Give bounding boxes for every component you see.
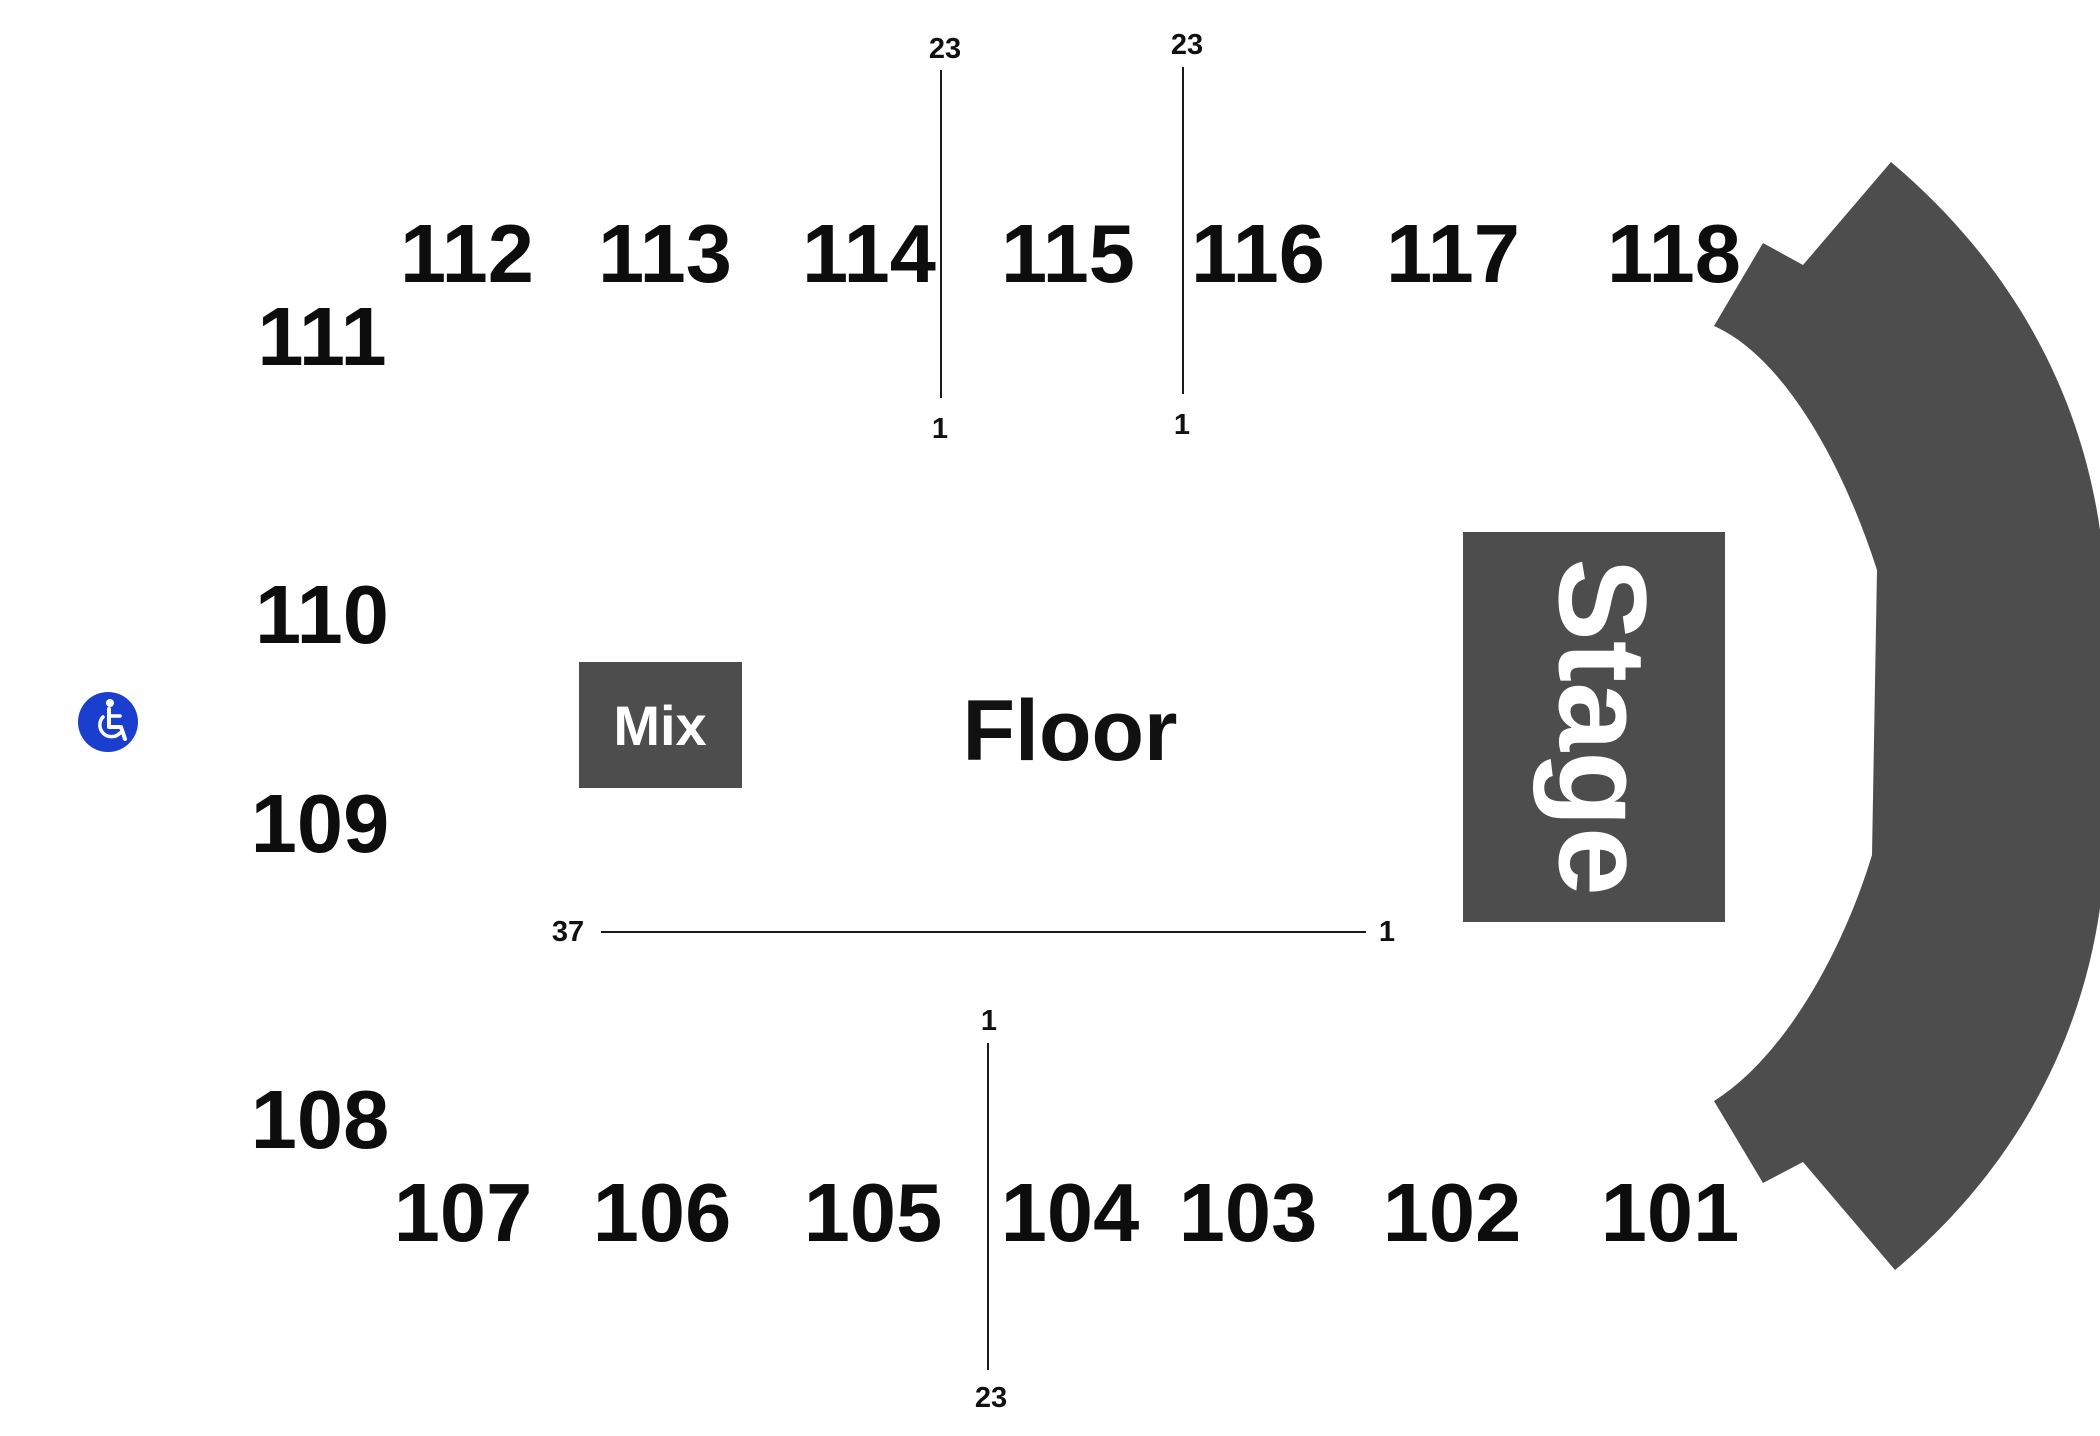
section-106[interactable]: 106: [593, 1166, 731, 1259]
floor-label[interactable]: Floor: [963, 683, 1178, 779]
wheelchair-icon[interactable]: [78, 692, 138, 752]
row-marker-top-left-low: 1: [932, 413, 948, 445]
section-107[interactable]: 107: [394, 1166, 532, 1259]
section-116[interactable]: 116: [1191, 207, 1325, 300]
row-marker-bottom-high: 1: [981, 1005, 997, 1037]
stage-curve-block[interactable]: [1714, 162, 2100, 1270]
section-109[interactable]: 109: [251, 777, 389, 870]
section-117[interactable]: 117: [1386, 207, 1520, 300]
stage-label: Stage: [1532, 558, 1670, 896]
section-102[interactable]: 102: [1383, 1166, 1521, 1259]
section-104[interactable]: 104: [1001, 1166, 1139, 1259]
section-113[interactable]: 113: [598, 207, 732, 300]
section-111[interactable]: 111: [257, 290, 386, 383]
row-marker-top-left-high: 23: [929, 33, 961, 65]
row-marker-bottom-low: 23: [975, 1382, 1007, 1414]
section-105[interactable]: 105: [804, 1166, 942, 1259]
mix-block[interactable]: [579, 662, 742, 788]
section-115[interactable]: 115: [1001, 207, 1135, 300]
row-marker-top-right-high: 23: [1171, 29, 1203, 61]
row-marker-floor-right: 1: [1379, 916, 1395, 948]
section-101[interactable]: 101: [1601, 1166, 1739, 1259]
section-114[interactable]: 114: [802, 207, 936, 300]
section-110[interactable]: 110: [255, 568, 389, 661]
stage-block[interactable]: [1463, 532, 1725, 922]
mix-label: Mix: [613, 694, 706, 757]
row-marker-floor-left: 37: [552, 916, 584, 948]
section-118[interactable]: 118: [1607, 207, 1741, 300]
section-103[interactable]: 103: [1179, 1166, 1317, 1259]
section-108[interactable]: 108: [251, 1073, 389, 1166]
section-112[interactable]: 112: [400, 207, 534, 300]
row-marker-top-right-low: 1: [1174, 409, 1190, 441]
